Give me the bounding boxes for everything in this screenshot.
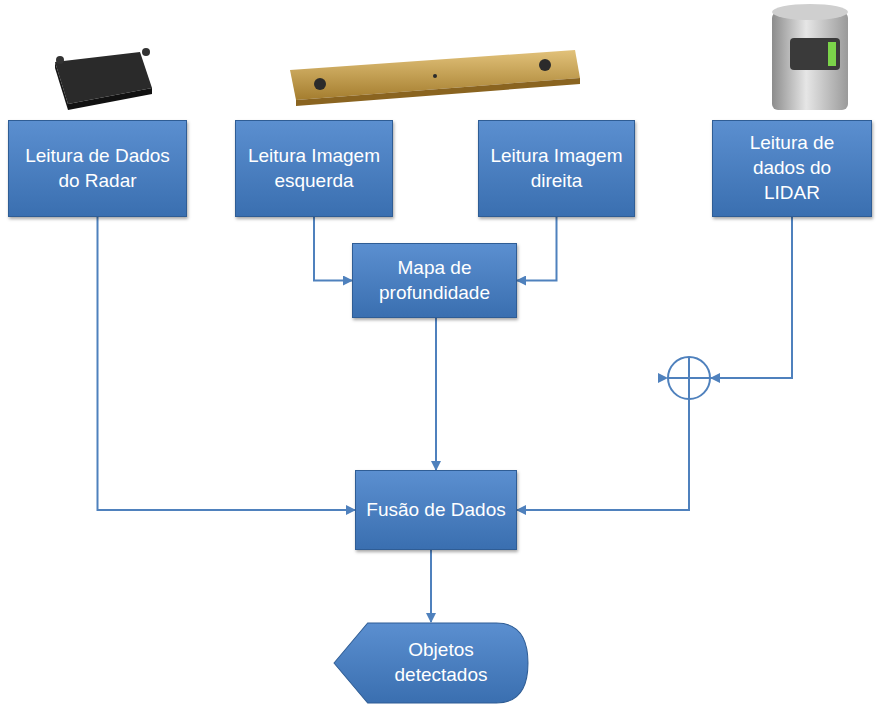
process-box: Leitura de dados do LIDAR xyxy=(712,120,872,217)
flow-arrow xyxy=(430,550,432,622)
node-label: Mapa de profundidade xyxy=(353,250,516,311)
flow-arrow xyxy=(98,217,356,510)
lidar-sensor xyxy=(772,4,848,110)
process-box: Mapa de profundidade xyxy=(352,243,517,318)
node-label: Leitura Imagem direita xyxy=(479,138,634,199)
process-box: Leitura de Dados do Radar xyxy=(8,120,187,217)
node-label: Leitura de dados do LIDAR xyxy=(713,125,871,211)
output-terminal: Objetos detectados xyxy=(333,622,529,704)
display-shape xyxy=(333,622,529,704)
node-label: Leitura de Dados do Radar xyxy=(9,138,186,199)
radar-sensor xyxy=(55,48,152,110)
stereo-camera xyxy=(290,50,580,106)
process-box: Leitura Imagem direita xyxy=(478,120,635,217)
flow-arrow xyxy=(314,217,352,281)
process-box: Fusão de Dados xyxy=(355,470,517,550)
node-label: Fusão de Dados xyxy=(356,492,515,529)
node-label: Leitura Imagem esquerda xyxy=(236,138,392,199)
flow-arrow xyxy=(435,318,437,470)
process-box: Leitura Imagem esquerda xyxy=(235,120,393,217)
flow-arrow xyxy=(517,217,792,510)
node-label: Objetos detectados xyxy=(333,632,529,693)
flow-arrow xyxy=(517,217,557,281)
